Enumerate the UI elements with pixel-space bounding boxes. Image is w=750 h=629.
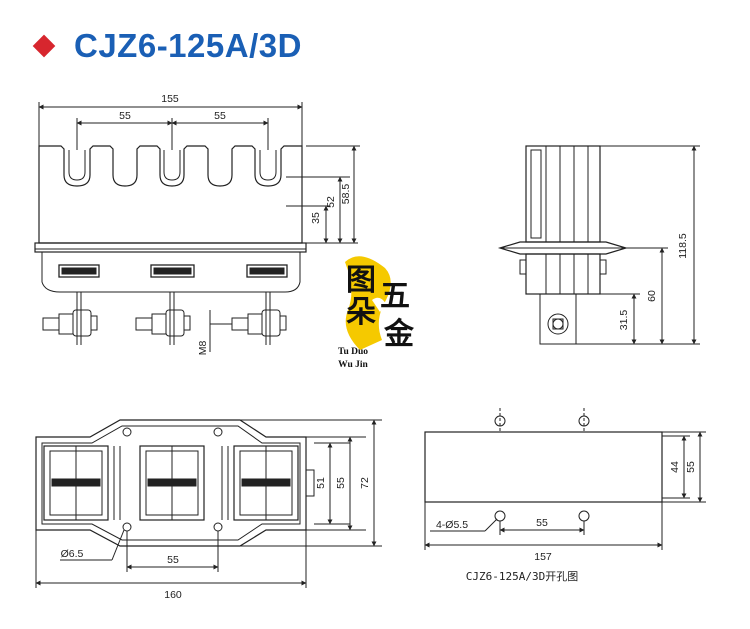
watermark-logo: 图 朵 五 金 Tu Duo Wu Jin <box>338 256 415 370</box>
title-row: CJZ6-125A/3D <box>32 22 302 70</box>
dim-width-155: 155 <box>161 93 179 105</box>
dim-cutout-pitch: 55 <box>536 517 548 529</box>
page-title: CJZ6-125A/3D <box>74 27 302 64</box>
dim-height-58-5: 58.5 <box>340 184 352 205</box>
watermark-char-2: 朵 <box>346 295 376 330</box>
dim-h72: 72 <box>359 477 371 489</box>
dim-top-pitch: 55 <box>167 554 179 566</box>
watermark-char-3: 五 <box>380 279 410 314</box>
watermark-line-1: Tu Duo <box>338 347 368 357</box>
dim-height-52: 52 <box>325 196 337 208</box>
dim-height-60: 60 <box>646 290 658 302</box>
cutout-caption: CJZ6-125A/3D开孔图 <box>466 570 578 583</box>
watermark-char-4: 金 <box>383 317 415 352</box>
watermark-char-1: 图 <box>346 263 376 298</box>
dim-pitch-left: 55 <box>119 110 131 122</box>
front-view <box>34 102 360 352</box>
dim-cutout-h55: 55 <box>685 461 697 473</box>
dim-screw-m8: M8 <box>197 341 209 356</box>
dim-h51: 51 <box>315 477 327 489</box>
side-view <box>497 145 700 345</box>
dim-pitch-right: 55 <box>214 110 226 122</box>
dim-height-35: 35 <box>310 212 322 224</box>
dim-cutout-157: 157 <box>534 551 552 563</box>
dim-height-31-5: 31.5 <box>618 310 630 331</box>
dim-hole-dia: Ø6.5 <box>61 548 84 560</box>
dim-cutout-h44: 44 <box>669 461 681 473</box>
dim-h55: 55 <box>335 477 347 489</box>
watermark-line-2: Wu Jin <box>338 360 368 370</box>
cutout-view <box>424 408 706 550</box>
dim-total-160: 160 <box>164 589 182 601</box>
dim-holes-4: 4-Ø5.5 <box>436 519 468 531</box>
dim-height-118-5: 118.5 <box>677 233 689 259</box>
top-view <box>35 419 382 588</box>
